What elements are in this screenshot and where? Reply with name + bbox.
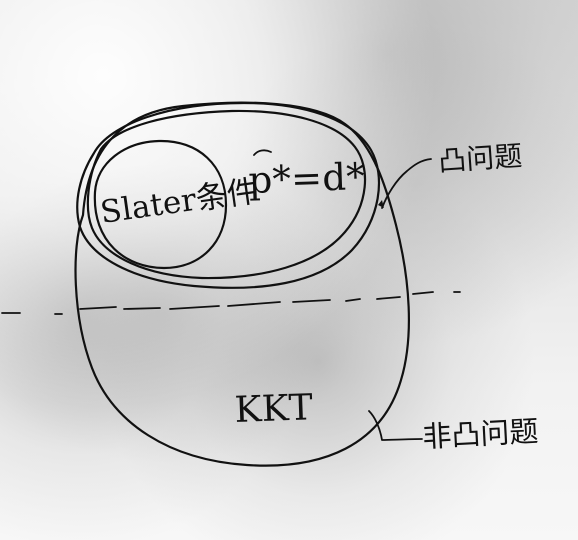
convex-region-outline-inner xyxy=(86,109,367,280)
kkt-label: KKT xyxy=(234,387,314,431)
convex-region-outline-outer xyxy=(76,101,381,289)
nonconvex-problem-label: 非凸问题 xyxy=(422,414,540,454)
convex-pointer-line xyxy=(381,158,432,209)
optimal-equality-label: p*=d* xyxy=(248,155,366,202)
nonconvex-pointer-line xyxy=(368,410,423,441)
slater-condition-label: Slater条件 xyxy=(98,173,260,231)
dashed-divider-line xyxy=(1,291,461,315)
slater-condition-circle xyxy=(93,139,228,270)
optimal-label-accent xyxy=(253,149,272,156)
convex-pointer-end xyxy=(378,200,384,208)
convex-problem-label: 凸问题 xyxy=(437,139,523,178)
